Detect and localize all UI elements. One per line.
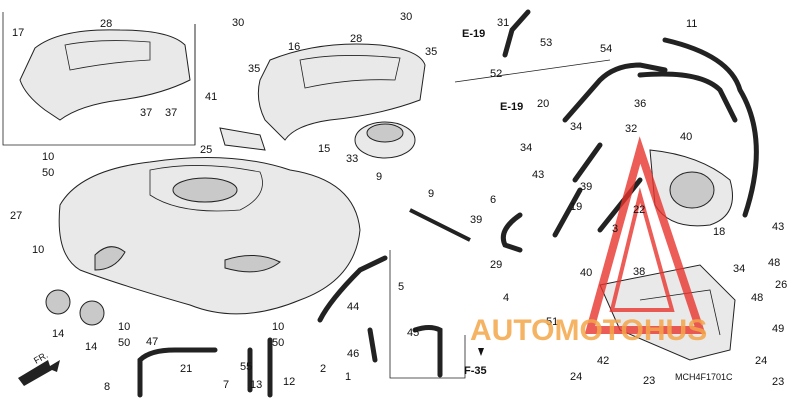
callout-1: 1 xyxy=(345,371,351,383)
callout-48: 48 xyxy=(751,292,763,304)
callout-16: 16 xyxy=(288,41,300,53)
callout-54: 54 xyxy=(600,43,612,55)
callout-26: 26 xyxy=(775,279,787,291)
callout-30: 30 xyxy=(232,17,244,29)
callout-8: 8 xyxy=(104,381,110,393)
callout-44: 44 xyxy=(347,301,359,313)
callout-41: 41 xyxy=(205,91,217,103)
callout-28: 28 xyxy=(350,33,362,45)
callout-53: 53 xyxy=(540,37,552,49)
callout-28: 28 xyxy=(100,18,112,30)
callout-4: 4 xyxy=(503,292,509,304)
callout-34: 34 xyxy=(570,121,582,133)
callout-12: 12 xyxy=(283,376,295,388)
callout-6: 6 xyxy=(490,194,496,206)
callout-2: 2 xyxy=(320,363,326,375)
callout-10: 10 xyxy=(32,244,44,256)
callout-47: 47 xyxy=(146,336,158,348)
callout-10: 10 xyxy=(118,321,130,333)
reference-e19-top: E-19 xyxy=(462,28,485,40)
callout-48: 48 xyxy=(768,257,780,269)
callout-7: 7 xyxy=(223,379,229,391)
callout-34: 34 xyxy=(520,142,532,154)
callout-19: 19 xyxy=(570,201,582,213)
callout-10: 10 xyxy=(272,321,284,333)
callout-35: 35 xyxy=(248,63,260,75)
callout-49: 49 xyxy=(772,323,784,335)
callout-13: 13 xyxy=(250,379,262,391)
callout-31: 31 xyxy=(497,17,509,29)
callout-30: 30 xyxy=(400,11,412,23)
callout-37: 37 xyxy=(165,107,177,119)
front-arrow-icon xyxy=(18,360,60,386)
callout-36: 36 xyxy=(634,98,646,110)
callout-9: 9 xyxy=(428,188,434,200)
callout-55: 55 xyxy=(240,361,252,373)
callout-33: 33 xyxy=(346,153,358,165)
callout-35: 35 xyxy=(425,46,437,58)
callout-14: 14 xyxy=(85,341,97,353)
callout-23: 23 xyxy=(772,376,784,388)
callout-51: 51 xyxy=(546,316,558,328)
callout-40: 40 xyxy=(680,131,692,143)
callout-39: 39 xyxy=(580,181,592,193)
fuel-tank-part xyxy=(58,157,361,315)
callout-20: 20 xyxy=(537,98,549,110)
callout-39: 39 xyxy=(470,214,482,226)
callout-15: 15 xyxy=(318,143,330,155)
callout-23: 23 xyxy=(643,375,655,387)
callout-43: 43 xyxy=(532,169,544,181)
callout-52: 52 xyxy=(490,68,502,80)
callout-46: 46 xyxy=(347,348,359,360)
reference-e19-mid: E-19 xyxy=(500,101,523,113)
diagram-code: MCH4F1701C xyxy=(675,372,733,382)
callout-50: 50 xyxy=(272,337,284,349)
callout-22: 22 xyxy=(633,204,645,216)
callout-45: 45 xyxy=(407,327,419,339)
callout-49: 49 xyxy=(0,0,12,3)
callout-32: 32 xyxy=(625,123,637,135)
callout-3: 3 xyxy=(612,223,618,235)
callout-18: 18 xyxy=(713,226,725,238)
callout-11: 11 xyxy=(686,18,697,30)
upper-tank-cover-part xyxy=(257,43,426,141)
callout-24: 24 xyxy=(755,355,767,367)
callout-43: 43 xyxy=(772,221,784,233)
callout-50: 50 xyxy=(118,337,130,349)
callout-37: 37 xyxy=(140,107,152,119)
callout-34: 34 xyxy=(733,263,745,275)
callout-17: 17 xyxy=(12,27,24,39)
callout-40: 40 xyxy=(580,267,592,279)
reference-f35: F-35 xyxy=(464,365,487,377)
callout-50: 50 xyxy=(42,167,54,179)
callout-21: 21 xyxy=(180,363,192,375)
callout-9: 9 xyxy=(376,171,382,183)
callout-5: 5 xyxy=(398,281,404,293)
tank-cover-part xyxy=(19,29,191,121)
callout-25: 25 xyxy=(200,144,212,156)
callout-27: 27 xyxy=(10,210,22,222)
callout-38: 38 xyxy=(633,266,645,278)
callout-14: 14 xyxy=(52,328,64,340)
callout-29: 29 xyxy=(490,259,502,271)
callout-10: 10 xyxy=(42,151,54,163)
watermark-text: AUTOMOTOHUS xyxy=(470,314,707,347)
callout-24: 24 xyxy=(570,371,582,383)
callout-42: 42 xyxy=(597,355,609,367)
